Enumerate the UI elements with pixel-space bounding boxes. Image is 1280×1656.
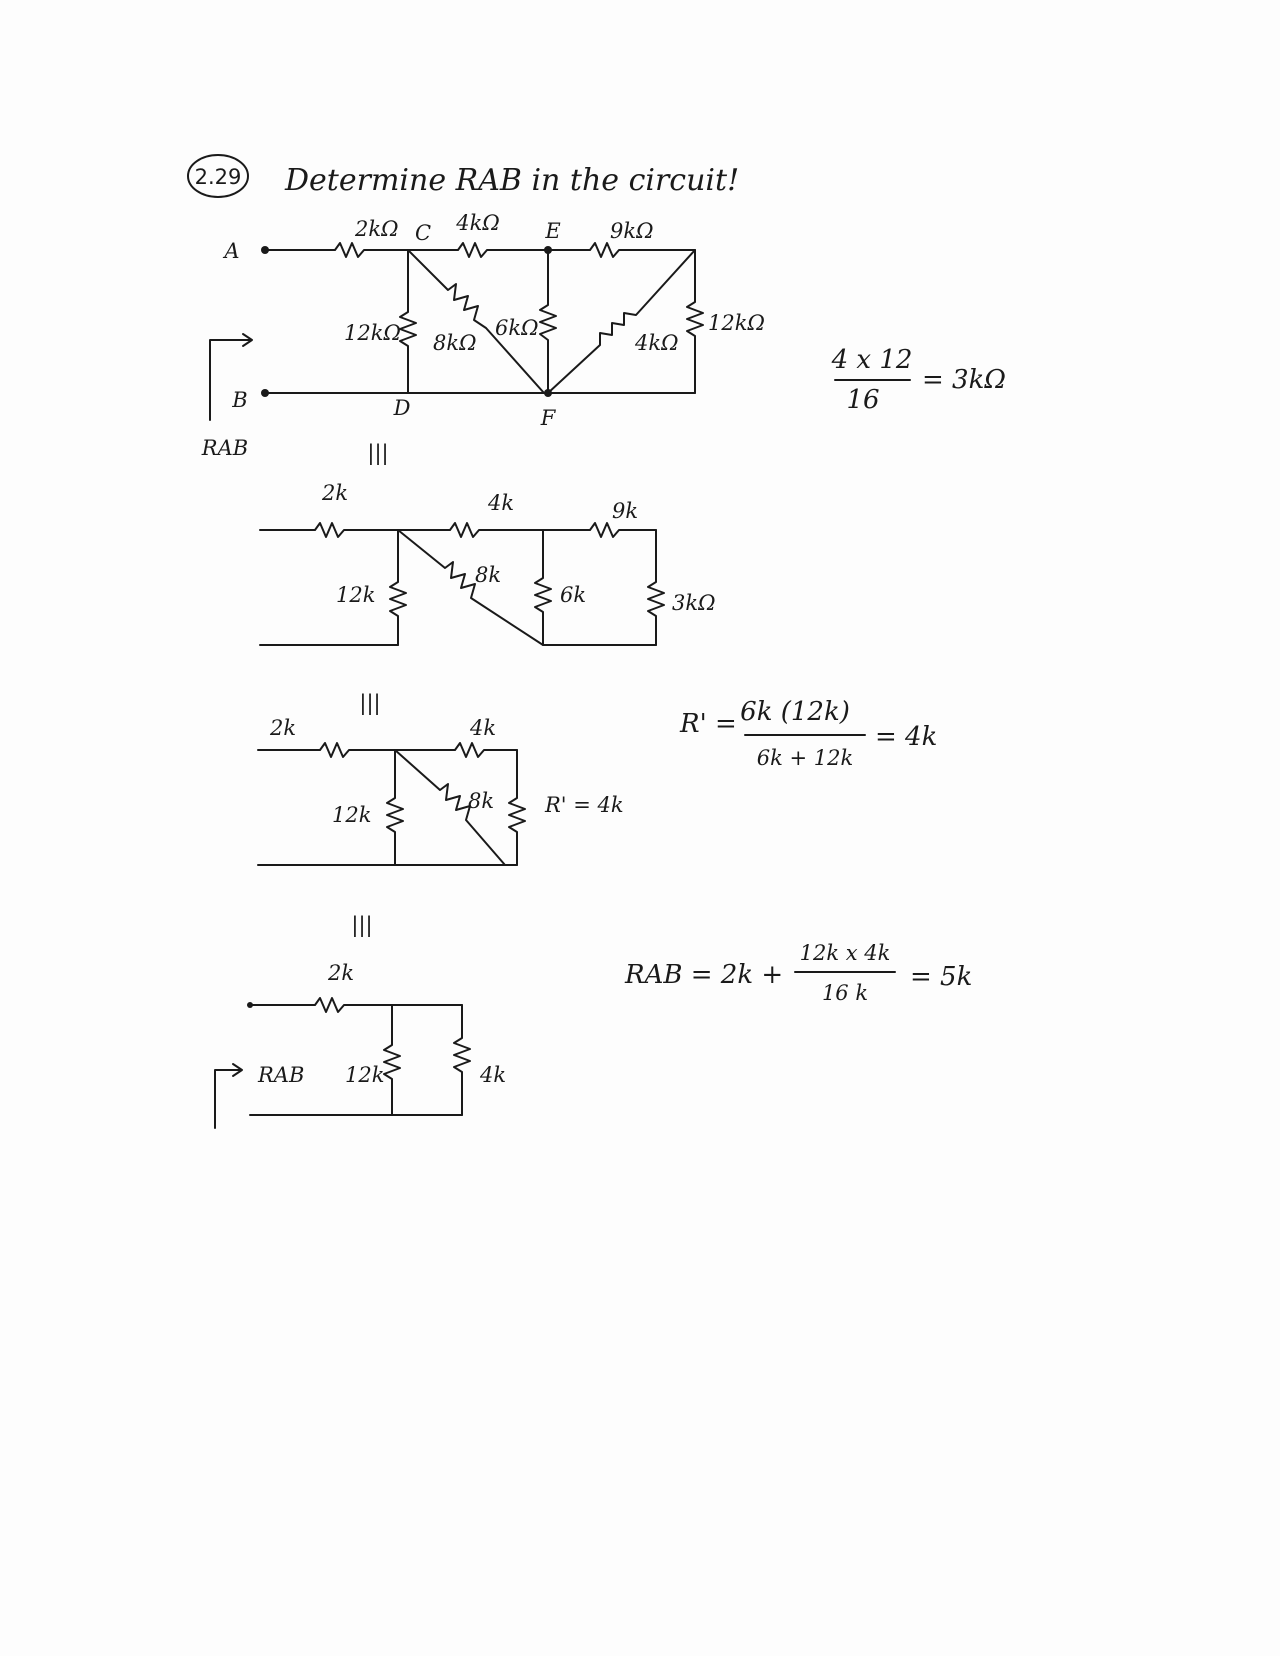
rab-arrowhead xyxy=(242,333,253,347)
calc3-result: = 5k xyxy=(910,962,972,992)
circuit4-label-12k: 12k xyxy=(345,1063,384,1087)
problem-prompt: Determine RAB in the circuit! xyxy=(284,163,739,198)
label-r-f-right: 4kΩ xyxy=(634,331,679,355)
original-circuit: A B C D E F 2kΩ 4kΩ 9kΩ 12kΩ 8kΩ 6kΩ 4kΩ… xyxy=(201,211,765,460)
calc2-lhs: R' = xyxy=(679,709,737,739)
label-rab: RAB xyxy=(201,436,248,460)
circuit3-r12 xyxy=(386,749,404,866)
resistor-right xyxy=(686,249,704,394)
label-node-c: C xyxy=(415,221,431,245)
circuit2-label-3k: 3kΩ xyxy=(672,591,716,615)
label-node-f: F xyxy=(540,406,557,430)
equiv-mark-1: ||| xyxy=(367,441,388,466)
circuit4-r4 xyxy=(453,1004,471,1116)
circuit4-rab-arrowhead xyxy=(232,1063,243,1077)
circuit3-label-12k: 12k xyxy=(332,803,371,827)
circuit2-label-12k: 12k xyxy=(336,583,375,607)
calc2-result: = 4k xyxy=(875,722,937,752)
label-node-b: B xyxy=(231,388,247,412)
label-r-cd: 12kΩ xyxy=(344,321,401,345)
reduced-circuit-3: 2k 4k 12k 8k R' = 4k xyxy=(257,716,624,866)
reduced-circuit-4: 2k 12k 4k RAB xyxy=(214,961,506,1129)
circuit4-label-rab: RAB xyxy=(257,1063,304,1087)
circuit2-label-6k: 6k xyxy=(560,583,586,607)
circuit2-r12 xyxy=(389,529,407,646)
circuit2-r8 xyxy=(397,529,544,646)
problem-number-circle xyxy=(187,154,249,198)
resistor-cd xyxy=(399,249,417,394)
label-r-ef: 6kΩ xyxy=(495,316,539,340)
circuit2-r3 xyxy=(647,529,665,646)
resistor-cf xyxy=(407,249,545,394)
calc-r-prime: R' = 6k (12k) 6k + 12k = 4k xyxy=(679,697,937,770)
reduced-circuit-2: 2k 4k 9k 12k 8k 6k 3kΩ xyxy=(259,481,716,646)
circuit2-label-4k: 4k xyxy=(487,491,514,515)
label-r-right: 12kΩ xyxy=(708,311,765,335)
circuit2-top-wire xyxy=(259,522,657,538)
circuit4-top-wire xyxy=(249,997,463,1013)
equiv-mark-2: ||| xyxy=(359,691,380,716)
resistor-ef xyxy=(539,249,557,394)
circuit4-label-4k: 4k xyxy=(479,1063,506,1087)
circuit3-r-prime xyxy=(508,749,526,866)
circuit4-rab-arrow xyxy=(214,1069,241,1129)
label-node-d: D xyxy=(393,396,411,420)
circuit3-r8 xyxy=(394,749,506,866)
calc1-numerator: 4 x 12 xyxy=(831,345,913,375)
calc1-denominator: 16 xyxy=(846,385,879,415)
label-node-a: A xyxy=(222,239,239,263)
resistor-f-right xyxy=(547,249,696,394)
circuit4-r12 xyxy=(383,1004,401,1116)
calc2-denominator: 6k + 12k xyxy=(757,746,853,770)
circuit3-top-wire xyxy=(257,742,518,758)
circuit3-label-8k: 8k xyxy=(468,789,494,813)
calc-parallel-4-12: 4 x 12 16 = 3kΩ xyxy=(831,345,1006,415)
label-r-e-right: 9kΩ xyxy=(610,219,654,243)
label-r-ac: 2kΩ xyxy=(354,217,399,241)
label-r-cf: 8kΩ xyxy=(433,331,477,355)
circuit4-label-2k: 2k xyxy=(327,961,354,985)
circuit2-label-2k: 2k xyxy=(321,481,348,505)
label-r-ce: 4kΩ xyxy=(455,211,500,235)
circuit3-label-4k: 4k xyxy=(469,716,496,740)
circuit3-label-r-prime: R' = 4k xyxy=(544,793,624,817)
label-node-e: E xyxy=(544,219,560,243)
circuit3-label-2k: 2k xyxy=(269,716,296,740)
top-wire xyxy=(264,242,696,258)
circuit2-label-9k: 9k xyxy=(612,499,638,523)
circuit2-r6 xyxy=(534,529,657,646)
equiv-mark-3: ||| xyxy=(351,913,372,938)
calc3-lhs: RAB = 2k + xyxy=(624,960,783,990)
calc3-denominator: 16 k xyxy=(822,981,868,1005)
calc-rab-final: RAB = 2k + 12k x 4k 16 k = 5k xyxy=(624,941,972,1005)
rab-arrow xyxy=(209,339,251,421)
calc3-numerator: 12k x 4k xyxy=(800,941,891,965)
circuit2-label-8k: 8k xyxy=(475,563,501,587)
problem-number: 2.29 xyxy=(195,165,242,189)
calc2-numerator: 6k (12k) xyxy=(740,697,850,727)
calc1-result: = 3kΩ xyxy=(922,365,1006,395)
